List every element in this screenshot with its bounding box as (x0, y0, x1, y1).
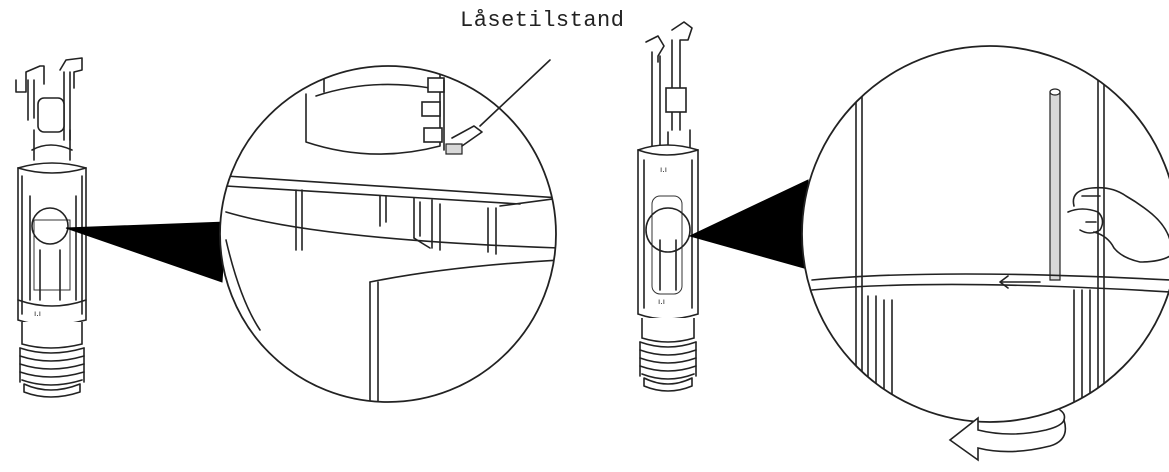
right-callout-wedge (688, 179, 809, 269)
rotation-arrow (948, 409, 1067, 462)
svg-text:ı.ı: ı.ı (34, 309, 41, 318)
right-flush-valve: ı.ı ı.ı (637, 21, 699, 392)
right-detail-magnifier (801, 45, 1169, 423)
locked-state-caption: Låsetilstand (460, 8, 625, 33)
left-detail-magnifier (219, 65, 557, 403)
caption-leader-line (479, 59, 551, 127)
svg-text:ı.ı: ı.ı (660, 165, 667, 174)
svg-text:ı.ı: ı.ı (658, 297, 665, 306)
left-flush-valve: ı.ı (15, 57, 87, 398)
left-callout-wedge (65, 221, 227, 283)
